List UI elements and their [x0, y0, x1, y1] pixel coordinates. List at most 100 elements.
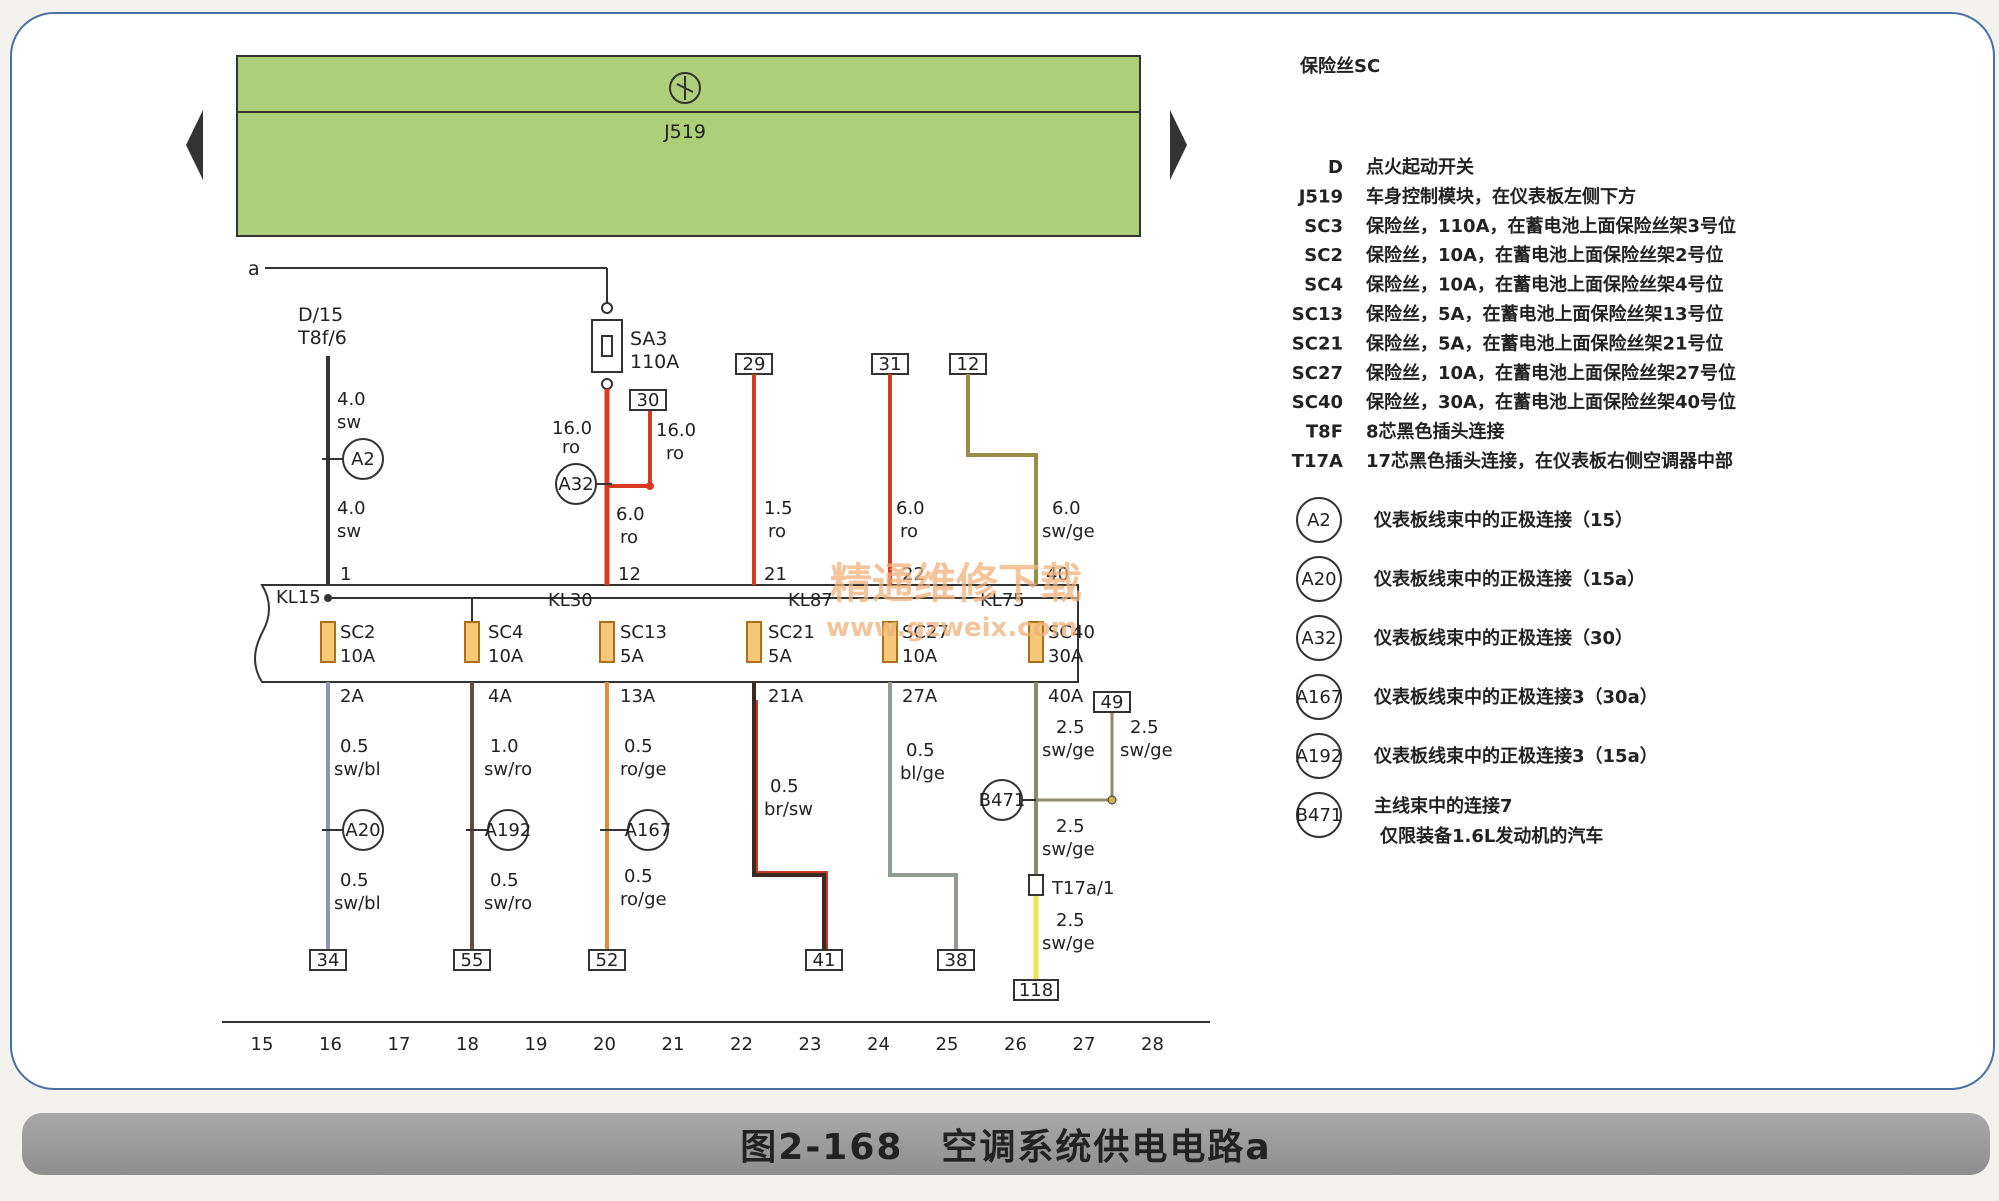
terminal-box	[1093, 691, 1131, 713]
legend-text: 保险丝，10A，在蓄电池上面保险丝架2号位	[1365, 244, 1724, 266]
fuse-output: 27A	[902, 686, 938, 707]
terminal-label: 34	[317, 950, 340, 971]
wire-color: ro/ge	[620, 889, 667, 910]
fuse-sc27: SC27 10A	[882, 621, 949, 667]
fuse-output: 4A	[488, 686, 512, 707]
module-label: J519	[663, 121, 706, 143]
wire-color: ro	[562, 437, 580, 458]
wire-gauge: 0.5	[624, 866, 653, 887]
terminal-label: 30	[637, 390, 660, 411]
kl75-label: KL75	[980, 590, 1025, 611]
legend-circle-code: A167	[1296, 687, 1343, 708]
terminal-box	[805, 949, 843, 971]
fuse-sc40: SC40 30A	[1028, 621, 1095, 667]
wire-gauge: 2.5	[1056, 717, 1085, 738]
d15-label: D/15	[298, 304, 343, 326]
fuse-name: SC2	[340, 622, 375, 643]
pin-label: 21	[764, 564, 787, 585]
wire-color: ro/ge	[620, 759, 667, 780]
kl30-label: KL30	[548, 590, 593, 611]
watermark-text: 精通维修下载	[830, 559, 1082, 608]
terminal-box	[309, 949, 347, 971]
axis-label: 15	[251, 1034, 274, 1055]
legend-connector-icon	[1296, 792, 1342, 838]
wire-gauge: 2.5	[1130, 717, 1159, 738]
t17-label: T17a/1	[1051, 878, 1114, 899]
wire-color: sw/ge	[1042, 933, 1095, 954]
fuse-name: SC4	[488, 622, 523, 643]
legend-text: 17芯黑色插头连接，在仪表板右侧空调器中部	[1366, 450, 1733, 472]
t17-connector	[1028, 874, 1044, 896]
source-a-label: a	[248, 258, 260, 280]
pin-label: 12	[618, 564, 641, 585]
legend-text: 保险丝，110A，在蓄电池上面保险丝架3号位	[1365, 215, 1736, 237]
fuse-name: SC13	[620, 622, 667, 643]
terminal-label: 38	[945, 950, 968, 971]
prev-arrow-icon[interactable]	[186, 110, 203, 180]
legend-code: SC21	[1292, 333, 1343, 354]
wire-color: ro	[666, 443, 684, 464]
legend-circle-text: 仪表板线束中的正极连接（30）	[1373, 627, 1633, 649]
legend-circle-text: 仪表板线束中的正极连接3（15a）	[1373, 745, 1658, 767]
sa3-fuse	[591, 319, 623, 373]
axis-label: 27	[1073, 1034, 1096, 1055]
ground-symbol-icon	[669, 72, 701, 104]
fuse-rating: 10A	[488, 646, 524, 667]
fuse-sc4: SC4 10A	[464, 621, 524, 667]
fuse-name: SC27	[902, 622, 949, 643]
terminal-label: 49	[1101, 692, 1124, 713]
wire-gauge: 0.5	[624, 736, 653, 757]
legend-code: T17A	[1292, 451, 1343, 472]
wire-color: sw/ro	[484, 759, 532, 780]
wire-color: br/sw	[764, 799, 813, 820]
legend-connector-icon	[1296, 733, 1342, 779]
wire-gauge: 2.5	[1056, 816, 1085, 837]
pin-label: 1	[340, 564, 351, 585]
legend-code: SC3	[1304, 216, 1343, 237]
legend-code: SC40	[1292, 392, 1343, 413]
legend-connector-icon	[1296, 615, 1342, 661]
wire-color: sw/ge	[1042, 740, 1095, 761]
terminal-label: 41	[813, 950, 836, 971]
connector-a167-label: A167	[625, 820, 672, 841]
axis-label: 28	[1141, 1034, 1164, 1055]
legend-circle-text-2: 仅限装备1.6L发动机的汽车	[1379, 825, 1603, 847]
legend-circle-text: 主线束中的连接7	[1374, 795, 1513, 817]
pin-label: 40	[1046, 564, 1069, 585]
wire-gauge: 16.0	[656, 420, 696, 441]
terminal-box	[629, 389, 667, 411]
legend-code: SC4	[1304, 275, 1343, 296]
legend-text: 保险丝，10A，在蓄电池上面保险丝架27号位	[1365, 362, 1736, 384]
axis-label: 20	[593, 1034, 616, 1055]
legend-code: J519	[1297, 186, 1343, 207]
wire-color: ro	[620, 527, 638, 548]
legend-code: T8F	[1306, 422, 1343, 443]
terminal-box	[1013, 979, 1059, 1001]
fuse-sc2: SC2 10A	[320, 621, 376, 667]
axis-label: 17	[388, 1034, 411, 1055]
legend-circle-code: A32	[1301, 628, 1336, 649]
kl15-label: KL15	[276, 587, 321, 608]
terminal-label: 52	[596, 950, 619, 971]
legend-code: D	[1328, 157, 1343, 178]
wire-gauge: 1.0	[490, 736, 519, 757]
legend-connector-icon	[1296, 674, 1342, 720]
next-arrow-icon[interactable]	[1170, 110, 1187, 180]
fuse-box	[254, 584, 1079, 683]
wire-color: sw	[337, 412, 361, 433]
terminal-box	[588, 949, 626, 971]
axis-label: 22	[730, 1034, 753, 1055]
legend-circle-code: A192	[1296, 746, 1343, 767]
axis-label: 24	[867, 1034, 890, 1055]
wire-gauge: 1.5	[764, 498, 793, 519]
kl87-label: KL87	[788, 590, 833, 611]
connector-a32-label: A32	[558, 474, 593, 495]
watermark-url: www.gzweix.com	[826, 613, 1078, 643]
connector-a192-label: A192	[485, 820, 532, 841]
wire-gauge: 6.0	[616, 504, 645, 525]
terminal-label: 31	[879, 354, 902, 375]
terminal-label: 12	[957, 354, 980, 375]
wire-color: sw/ge	[1120, 740, 1173, 761]
legend-text: 8芯黑色插头连接	[1366, 421, 1505, 443]
